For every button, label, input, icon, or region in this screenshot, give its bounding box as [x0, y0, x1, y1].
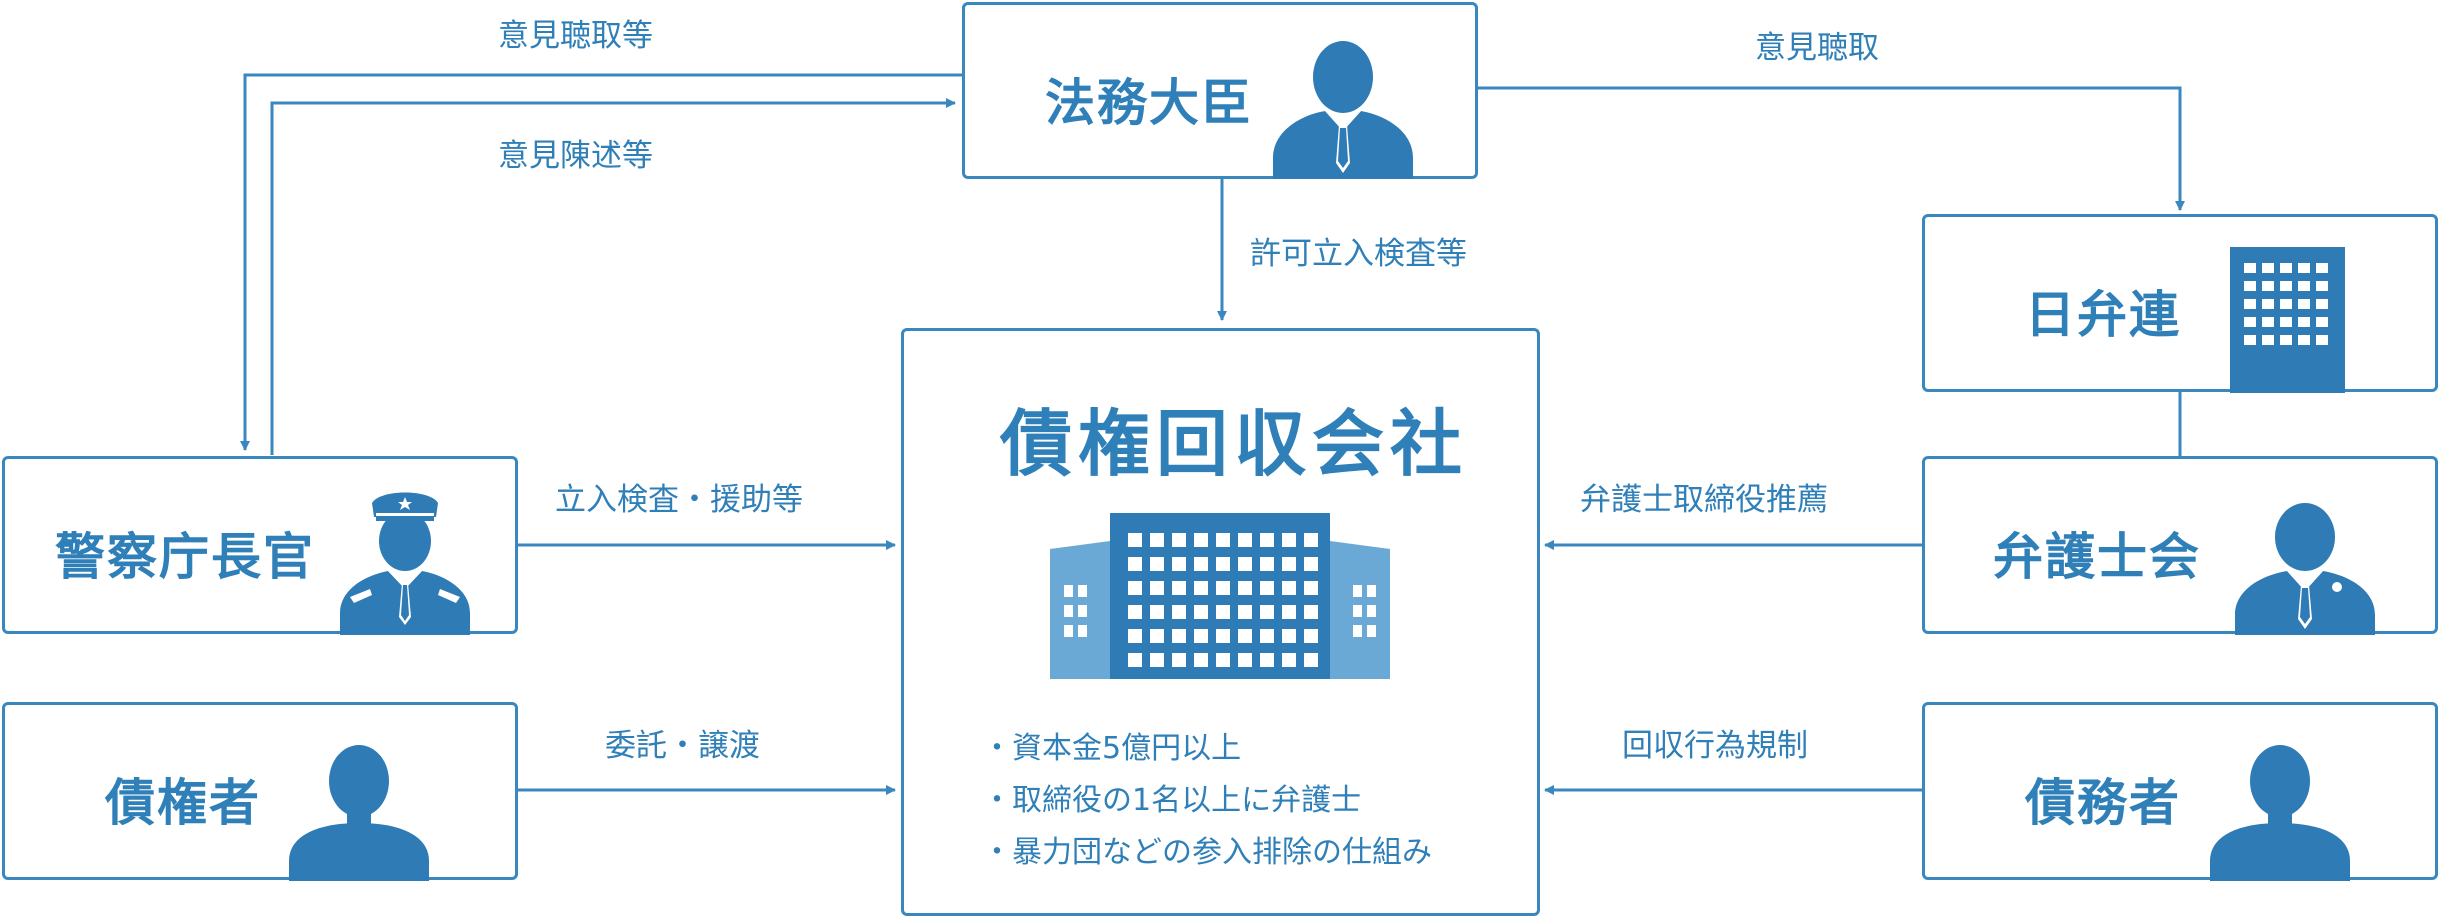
edge-label-police-to-minister: 意見陳述等	[498, 138, 653, 174]
edge-police-to-minister	[270, 98, 956, 455]
node-debtor: 債務者	[1922, 702, 2438, 881]
edge-label-bar-to-company: 弁護士取締役推薦	[1580, 482, 1828, 518]
node-label-nichibenren: 日弁連	[2025, 286, 2181, 344]
businessman-icon	[1273, 41, 1413, 179]
node-minister: 法務大臣	[962, 2, 1478, 179]
lawyer-icon	[2235, 503, 2375, 635]
person-icon	[2210, 745, 2350, 881]
node-label-minister: 法務大臣	[1045, 74, 1253, 132]
person-icon	[289, 745, 429, 881]
node-police: 警察庁長官	[2, 456, 518, 635]
edge-label-minister-to-nichibenren: 意見聴取	[1755, 30, 1879, 66]
requirement-item: ・取締役の1名以上に弁護士	[982, 783, 1362, 818]
edge-label-minister-to-company: 許可立入検査等	[1250, 236, 1467, 272]
edge-label-police-to-company: 立入検査・援助等	[555, 482, 803, 518]
company-building-icon	[1050, 513, 1390, 679]
node-label-bar-association: 弁護士会	[1993, 528, 2201, 586]
node-bar-association: 弁護士会	[1922, 456, 2438, 635]
node-nichibenren: 日弁連	[1922, 214, 2438, 393]
node-label-police: 警察庁長官	[55, 528, 315, 586]
edge-label-debtor-to-company: 回収行為規制	[1622, 728, 1808, 764]
requirement-item: ・資本金5億円以上	[982, 731, 1242, 766]
edge-minister-to-nichibenren	[1477, 86, 2185, 211]
police-officer-icon	[340, 492, 470, 635]
node-company: 債権回収会社 ・資本金5億円以上 ・取締役の1名以上に弁護士 ・暴力団などの参入…	[901, 328, 1540, 916]
node-label-company: 債権回収会社	[1000, 402, 1469, 486]
node-label-creditor: 債権者	[105, 774, 261, 832]
edge-label-minister-to-police: 意見聴取等	[498, 18, 653, 54]
node-label-debtor: 債務者	[2025, 774, 2181, 832]
edge-label-creditor-to-company: 委託・譲渡	[605, 728, 760, 764]
node-creditor: 債権者	[2, 702, 518, 881]
company-requirements-list: ・資本金5億円以上 ・取締役の1名以上に弁護士 ・暴力団などの参入排除の仕組み	[982, 723, 1432, 879]
requirement-item: ・暴力団などの参入排除の仕組み	[982, 835, 1432, 870]
edge-minister-to-police	[240, 73, 962, 451]
office-building-icon	[2230, 247, 2345, 393]
